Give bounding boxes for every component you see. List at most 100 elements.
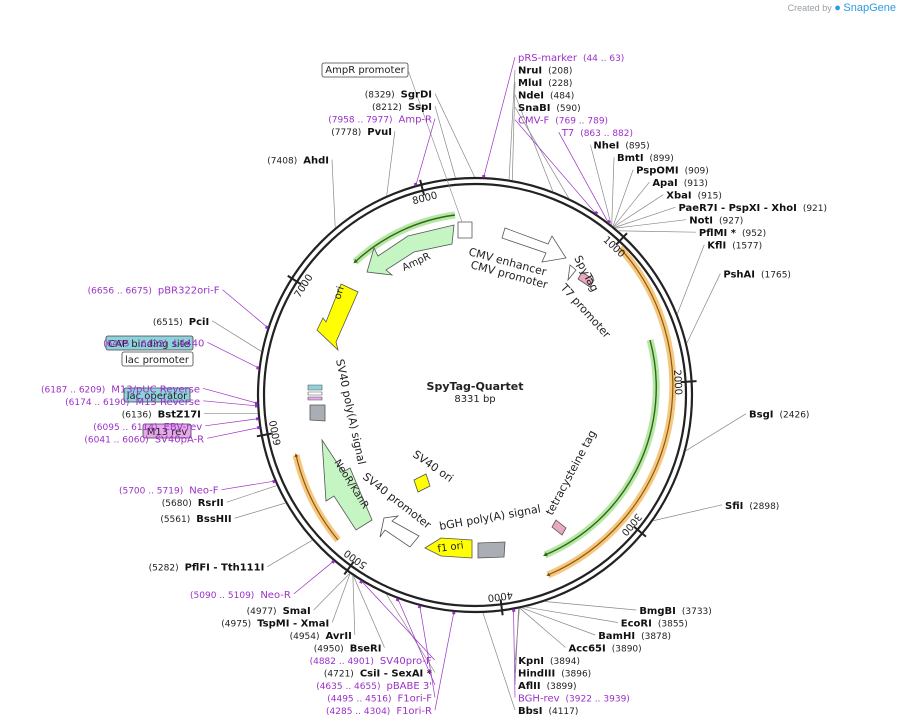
site-label[interactable]: EcoRI(3855) xyxy=(621,619,688,630)
site-label[interactable]: (5282)PflFI - Tth111I xyxy=(149,563,265,574)
primer-label[interactable]: T7(863 .. 882) xyxy=(561,128,633,139)
primer-mark[interactable] xyxy=(417,605,422,609)
site-label[interactable]: (4721)CsiI - SexAI * xyxy=(324,669,433,680)
primer-name: SV40pA-R xyxy=(155,434,204,445)
label-tetracysteine-tag: tetracysteine tag xyxy=(543,428,599,517)
site-label[interactable]: ApaI(913) xyxy=(652,178,708,189)
feature-ampr-promoter-shape[interactable] xyxy=(457,221,473,239)
site-label[interactable]: (4950)BseRI xyxy=(314,644,382,655)
site-name: XbaI xyxy=(666,191,691,202)
primer-label[interactable]: pRS-marker(44 .. 63) xyxy=(518,53,624,64)
box-cap-binding-site[interactable] xyxy=(105,335,194,351)
primer-label[interactable]: (7958 .. 7977)Amp-R xyxy=(328,115,432,126)
primer-label[interactable]: (4495 .. 4516)F1ori-F xyxy=(327,694,432,705)
site-label[interactable]: SnaBI(590) xyxy=(518,103,581,114)
site-label[interactable]: NheI(895) xyxy=(593,141,649,152)
primer-coord: (6187 .. 6209) xyxy=(41,385,105,395)
site-label[interactable]: NruI(208) xyxy=(518,66,572,77)
site-label[interactable]: MluI(228) xyxy=(518,78,572,89)
box-lac-promoter[interactable] xyxy=(121,351,194,367)
feature-bgh-polya-shape[interactable] xyxy=(477,541,506,559)
site-label[interactable]: NotI(927) xyxy=(689,216,743,227)
primer-mark[interactable] xyxy=(265,325,269,330)
site-label[interactable]: PflMI *(952) xyxy=(699,228,766,239)
site-label[interactable]: (6515)PciI xyxy=(153,317,209,328)
site-label[interactable]: (8329)SgrDI xyxy=(365,90,432,101)
primer-mark[interactable] xyxy=(511,609,516,613)
site-coord: (6136) xyxy=(122,410,152,420)
primer-mark[interactable] xyxy=(606,219,611,224)
primer-mark[interactable] xyxy=(272,479,276,484)
site-label[interactable]: (5680)RsrII xyxy=(162,498,224,509)
feature-lac-promoter-shape[interactable] xyxy=(307,391,323,396)
feature-ori-shape[interactable] xyxy=(316,283,359,352)
site-label[interactable]: XbaI(915) xyxy=(666,191,722,202)
site-label[interactable]: BmtI(899) xyxy=(617,153,674,164)
feature-m13rev-shape[interactable] xyxy=(307,396,323,401)
primer-mark[interactable] xyxy=(594,210,599,215)
feature-tetracysteine-shape[interactable] xyxy=(551,519,567,536)
primer-mark[interactable] xyxy=(413,182,418,186)
primer-label[interactable]: (6656 .. 6675)pBR322ori-F xyxy=(88,286,220,297)
site-label[interactable]: PshAI(1765) xyxy=(723,270,791,281)
site-label[interactable]: (7778)PvuI xyxy=(331,127,392,138)
primer-label[interactable]: (4882 .. 4901)SV40pro-F xyxy=(310,656,432,667)
site-label[interactable]: HindIII(3896) xyxy=(518,669,591,680)
site-label[interactable]: (6136)BstZ17I xyxy=(122,409,201,420)
primer-label[interactable]: CMV-F(769 .. 789) xyxy=(518,116,608,127)
site-label[interactable]: (4954)AvrII xyxy=(290,631,352,642)
site-leader-line xyxy=(521,607,596,636)
site-label[interactable]: BbsI(4117) xyxy=(518,706,578,717)
feature-lac-operator-shape[interactable] xyxy=(307,384,323,391)
site-label[interactable]: BamHI(3878) xyxy=(598,631,671,642)
primer-label[interactable]: (6405 .. 6422)L4440 xyxy=(103,338,204,349)
site-leader-line xyxy=(652,504,723,522)
site-label[interactable]: (5561)BssHII xyxy=(160,514,231,525)
box-lac-operator[interactable] xyxy=(123,387,191,403)
site-label[interactable]: SfiI(2898) xyxy=(725,501,779,512)
site-label[interactable]: BsgI(2426) xyxy=(749,410,809,421)
primer-label[interactable]: (6095 .. 6114)EBV-rev xyxy=(93,422,202,433)
site-name: BbsI xyxy=(518,706,542,717)
site-coord: (3899) xyxy=(547,682,577,692)
primer-label[interactable]: (6174 .. 6190)M13 Reverse xyxy=(65,397,200,408)
snapgene-logo-icon: ● xyxy=(834,2,841,14)
site-label[interactable]: (8212)SspI xyxy=(372,102,432,113)
primer-name: Neo-R xyxy=(260,590,291,601)
feature-spytag-shape[interactable] xyxy=(577,271,595,288)
feature-sv40-ori-shape[interactable] xyxy=(413,473,431,493)
primer-label[interactable]: (5090 .. 5109)Neo-R xyxy=(190,590,291,601)
site-label[interactable]: Acc65I(3890) xyxy=(569,644,642,655)
primer-mark[interactable] xyxy=(331,559,336,564)
site-label[interactable]: BmgBI(3733) xyxy=(639,606,711,617)
site-label[interactable]: AflII(3899) xyxy=(518,681,577,692)
site-name: BssHII xyxy=(196,514,231,525)
primer-label[interactable]: (6041 .. 6060)SV40pA-R xyxy=(84,434,204,445)
primer-label[interactable]: (4285 .. 4304)F1ori-R xyxy=(326,706,432,717)
label-bgh-polya: bGH poly(A) signal xyxy=(438,502,541,533)
feature-ampr-shape[interactable] xyxy=(366,224,455,276)
primer-label[interactable]: (4635 .. 4655)pBABE 3' xyxy=(316,681,432,692)
site-label[interactable]: (4977)SmaI xyxy=(247,606,311,617)
feature-cmv-enhancer-shape[interactable] xyxy=(501,227,567,263)
site-label[interactable]: KpnI(3894) xyxy=(518,656,580,667)
feature-neor-kanr-shape[interactable] xyxy=(321,438,373,531)
feature-sv40-promoter-shape[interactable] xyxy=(379,515,420,548)
feature-t7-promoter-shape[interactable] xyxy=(567,264,577,282)
primer-label[interactable]: (6187 .. 6209)M13/pUC Reverse xyxy=(41,384,200,395)
feature-sv40-polya-shape[interactable] xyxy=(309,404,326,422)
feature-f1-ori-shape[interactable] xyxy=(424,537,473,559)
box-m13-rev[interactable] xyxy=(142,423,192,439)
site-name: MluI xyxy=(518,78,542,89)
site-label[interactable]: PspOMI(909) xyxy=(636,166,709,177)
primer-mark[interactable] xyxy=(359,580,364,584)
site-label[interactable]: (7408)AhdI xyxy=(267,156,329,167)
primer-label[interactable]: (5700 .. 5719)Neo-F xyxy=(119,486,219,497)
site-label[interactable]: (4975)TspMI - XmaI xyxy=(221,619,329,630)
site-label[interactable]: NdeI(484) xyxy=(518,91,574,102)
site-label[interactable]: PaeR7I - PspXI - XhoI(921) xyxy=(679,203,828,214)
primer-mark[interactable] xyxy=(395,598,400,602)
site-coord: (4977) xyxy=(247,607,277,617)
site-label[interactable]: KflI(1577) xyxy=(707,241,762,252)
primer-label[interactable]: BGH-rev(3922 .. 3939) xyxy=(518,694,630,705)
